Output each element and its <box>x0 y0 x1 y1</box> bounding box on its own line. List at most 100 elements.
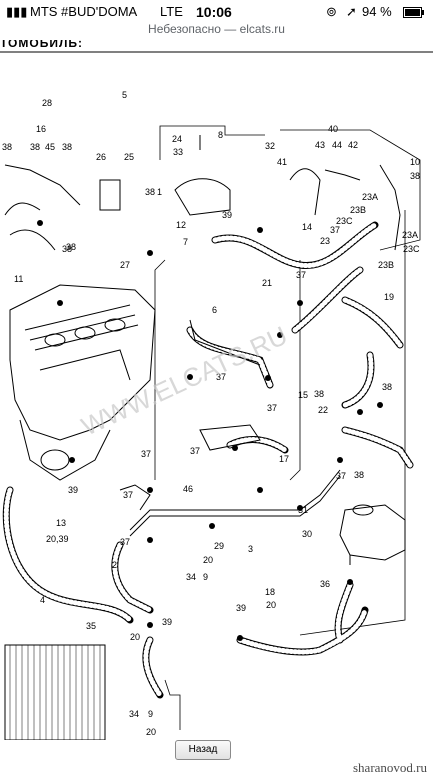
diagram-watermark: WWW.ELCATS.RU <box>77 320 292 442</box>
part-label: 37 <box>330 225 340 235</box>
part-label: 19 <box>384 292 394 302</box>
part-label: 3 <box>248 544 253 554</box>
part-label: 10 <box>410 157 420 167</box>
part-label: 21 <box>262 278 272 288</box>
location-icon: ➚ <box>346 4 357 19</box>
signal-icon: ▮▮▮ <box>6 4 28 19</box>
part-label: 44 <box>332 140 342 150</box>
part-label: 18 <box>265 587 275 597</box>
part-label: 37 <box>141 449 151 459</box>
clock: 10:06 <box>196 4 232 20</box>
part-label: 46 <box>183 484 193 494</box>
battery-level: 94 % <box>362 4 392 19</box>
part-label: 17 <box>279 454 289 464</box>
security-label: Небезопасно <box>148 22 221 36</box>
part-label: 23C <box>336 216 353 226</box>
part-label: 20 <box>130 632 140 642</box>
part-label: 23 <box>320 236 330 246</box>
part-label: 20 <box>266 600 276 610</box>
part-label: 23B <box>378 260 394 270</box>
page-header: ТОМОБИЛЬ: <box>0 40 83 50</box>
back-button[interactable]: Назад <box>175 740 231 760</box>
part-label: 23C <box>403 244 420 254</box>
part-label: 9 <box>148 709 153 719</box>
status-bar: ▮▮▮ MTS #BUD'DOMA LTE 10:06 ⊚ ➚ 94 % <box>0 0 433 22</box>
part-label: 25 <box>124 152 134 162</box>
part-label: 24 <box>172 134 182 144</box>
part-label: 28 <box>42 98 52 108</box>
part-label: 2 <box>112 560 117 570</box>
part-label: 37 <box>190 446 200 456</box>
part-label: 31 <box>298 505 308 515</box>
part-label: 34 <box>186 572 196 582</box>
network-type: LTE <box>160 4 183 19</box>
part-label: 38 <box>30 142 40 152</box>
part-label: 37 <box>336 471 346 481</box>
part-label: 37 <box>120 537 130 547</box>
part-label: 14 <box>302 222 312 232</box>
url-domain: elcats.ru <box>239 22 285 36</box>
part-label: 6 <box>212 305 217 315</box>
part-label: 38 <box>314 389 324 399</box>
part-label: 16 <box>36 124 46 134</box>
part-label: 4 <box>40 595 45 605</box>
part-label: 38 <box>62 244 72 254</box>
part-label: 35 <box>86 621 96 631</box>
part-label: 9 <box>203 572 208 582</box>
radiator <box>4 644 106 740</box>
page-content: ТОМОБИЛЬ: <box>0 40 433 740</box>
part-label: 38 <box>62 142 72 152</box>
part-label: 8 <box>218 130 223 140</box>
part-label: 43 <box>315 140 325 150</box>
parts-diagram: 5 28 16 38 38 45 38 26 25 38 1 12 24 8 3… <box>0 51 433 740</box>
carrier-name: MTS #BUD'DOMA <box>30 4 138 19</box>
part-label: 36 <box>320 579 330 589</box>
part-label: 13 <box>56 518 66 528</box>
part-label: 23B <box>350 205 366 215</box>
url-separator: — <box>224 22 237 36</box>
part-label: 15 <box>298 390 308 400</box>
part-label: 20 <box>203 555 213 565</box>
part-label: 32 <box>265 141 275 151</box>
part-label: 41 <box>277 157 287 167</box>
bottom-bar: Назад sharanovod.ru <box>0 740 433 775</box>
part-label: 30 <box>302 529 312 539</box>
part-label: 23A <box>362 192 378 202</box>
rotation-lock-icon: ⊚ <box>326 4 337 19</box>
part-label: 1 <box>157 187 162 197</box>
part-label: 20,39 <box>46 534 69 544</box>
part-label: 42 <box>348 140 358 150</box>
part-label: 12 <box>176 220 186 230</box>
part-label: 38 <box>145 187 155 197</box>
part-label: 23A <box>402 230 418 240</box>
part-label: 20 <box>146 727 156 737</box>
part-label: 38 <box>382 382 392 392</box>
part-label: 39 <box>68 485 78 495</box>
part-label: 45 <box>45 142 55 152</box>
part-label: 27 <box>120 260 130 270</box>
part-label: 29 <box>214 541 224 551</box>
site-watermark: sharanovod.ru <box>352 760 427 775</box>
part-label: 40 <box>328 124 338 134</box>
part-label: 33 <box>173 147 183 157</box>
part-label: 5 <box>122 90 127 100</box>
part-label: 37 <box>267 403 277 413</box>
part-label: 38 <box>410 171 420 181</box>
part-label: 37 <box>123 490 133 500</box>
part-label: 37 <box>216 372 226 382</box>
engine-block <box>9 284 156 481</box>
part-label: 22 <box>318 405 328 415</box>
part-label: 38 <box>2 142 12 152</box>
url-bar[interactable]: Небезопасно — elcats.ru <box>0 22 433 40</box>
part-label: 39 <box>162 617 172 627</box>
part-label: 39 <box>236 603 246 613</box>
part-label: 37 <box>296 270 306 280</box>
expansion-tank <box>339 504 406 565</box>
part-label: 7 <box>183 237 188 247</box>
part-label: 38 <box>354 470 364 480</box>
part-label: 34 <box>129 709 139 719</box>
part-label: 26 <box>96 152 106 162</box>
part-label: 38 <box>66 242 76 252</box>
battery-icon <box>403 6 425 21</box>
part-label: 11 <box>14 274 23 284</box>
